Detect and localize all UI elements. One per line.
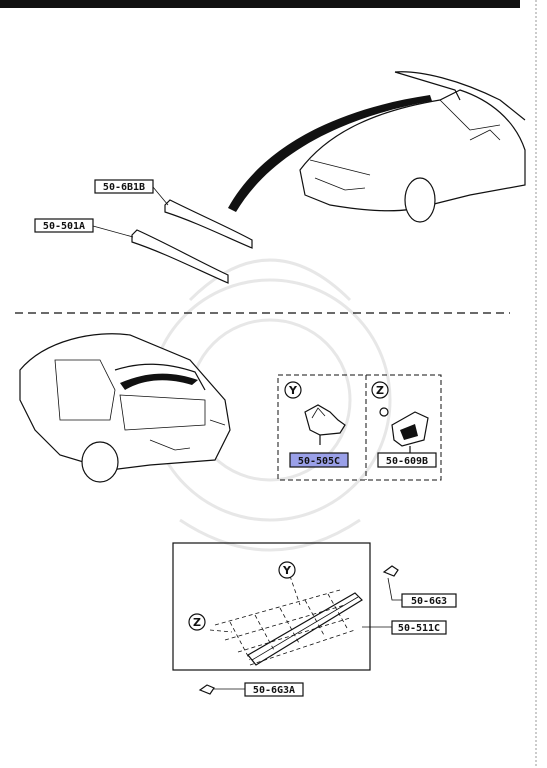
view-z-marker-bottom — [188, 613, 206, 631]
windshield-moulding-lower — [131, 229, 229, 284]
callout-50-6B1B[interactable]: 50-6B1B — [94, 179, 169, 206]
clip-6G3-part — [382, 565, 402, 601]
front-car-illustration — [228, 71, 526, 223]
callout-50-6G3[interactable]: 50-6G3 — [401, 593, 457, 608]
clip-position-grid — [209, 575, 356, 666]
callout-label: 50-6B1B — [103, 182, 145, 193]
windshield-moulding-upper — [164, 199, 253, 249]
view-z-label-bottom: Z — [193, 616, 201, 629]
rear-moulding-detail: Y Z — [172, 542, 371, 671]
callout-label: 50-505C — [298, 456, 340, 467]
view-z-label: Z — [376, 384, 384, 397]
callout-label: 50-6G3A — [253, 685, 295, 696]
view-y-marker-bottom — [278, 561, 296, 579]
view-y-marker — [284, 381, 302, 399]
view-y-label: Y — [288, 384, 298, 397]
callout-50-511C[interactable]: 50-511C — [362, 620, 447, 635]
callout-50-501A[interactable]: 50-501A — [34, 218, 134, 238]
header-bar — [0, 0, 520, 8]
callout-label: 50-511C — [398, 623, 440, 634]
callout-50-505C[interactable]: 50-505C — [289, 452, 349, 468]
clip-6G3A-part — [198, 684, 245, 695]
detail-view-box: Y 50-505C Z 50-609B — [277, 374, 442, 481]
view-z-marker — [371, 381, 389, 399]
callout-label: 50-6G3 — [411, 596, 447, 607]
view-y-label-bottom: Y — [282, 564, 292, 577]
rear-car-illustration — [19, 333, 231, 483]
retainer-clip-part — [304, 404, 346, 445]
callout-label: 50-609B — [386, 456, 428, 467]
callout-label: 50-501A — [43, 221, 85, 232]
callout-50-6G3A[interactable]: 50-6G3A — [244, 682, 304, 697]
grommet-fastener-part — [379, 407, 429, 455]
callout-50-609B[interactable]: 50-609B — [377, 452, 437, 468]
